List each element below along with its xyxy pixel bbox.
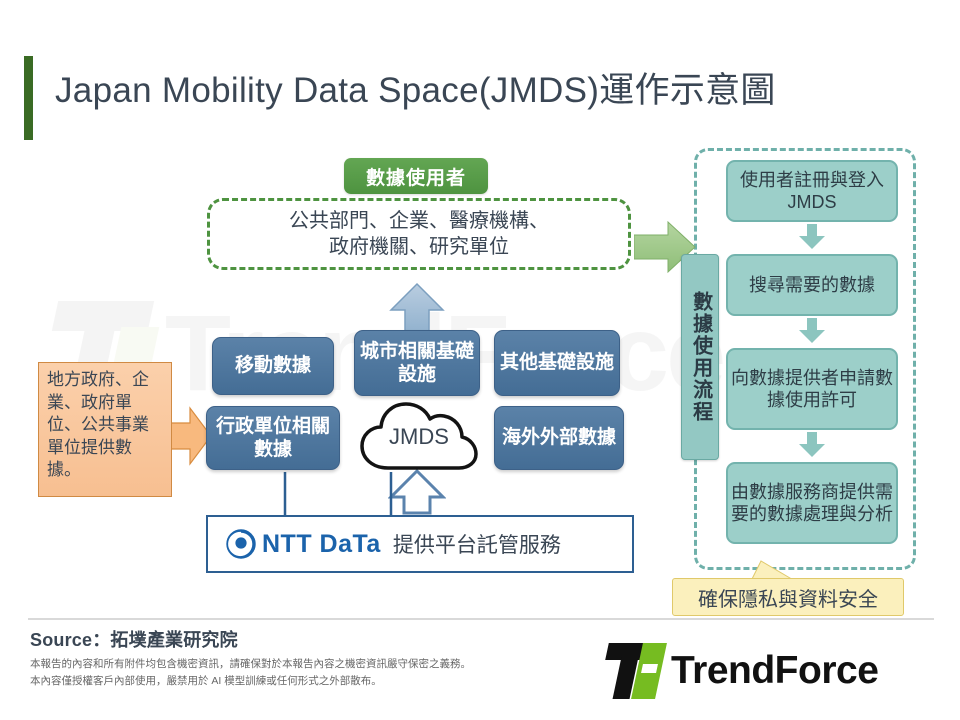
ntt-data-row: NTT DaTa 提供平台託管服務	[206, 515, 634, 573]
cloud-icon	[360, 402, 478, 470]
disclaimer-line-1: 本報告的內容和所有附件均包含機密資訊，請確保對於本報告內容之機密資訊嚴守保密之義…	[30, 658, 471, 670]
ntt-connector-lines	[283, 470, 463, 518]
flow-step-search[interactable]: 搜尋需要的數據	[726, 254, 898, 316]
data-box-other-infrastructure[interactable]: 其他基礎設施	[494, 330, 620, 396]
privacy-security-callout: 確保隱私與資料安全	[672, 578, 904, 616]
disclaimer-line-2: 本內容僅授權客戶內部使用，嚴禁用於 AI 模型訓練或任何形式之外部散布。	[30, 675, 382, 687]
flow-vertical-label-text: 數據使用流程	[689, 291, 712, 423]
left-callout-box: 地方政府、企業、政府單位、公共事業單位提供數據。	[38, 362, 172, 497]
ntt-data-caption: 提供平台託管服務	[392, 534, 561, 557]
trendforce-wordmark: TrendForce	[671, 649, 879, 692]
ntt-data-logo: NTT DaTa	[226, 529, 381, 559]
data-user-list-box: 公共部門、企業、醫療機構、 政府機關、研究單位	[207, 198, 631, 270]
disclaimer-text: 本報告的內容和所有附件均包含機密資訊，請確保對於本報告內容之機密資訊嚴守保密之義…	[30, 656, 560, 690]
data-box-administrative[interactable]: 行政單位相關數據	[206, 406, 340, 470]
flow-step-service-provider[interactable]: 由數據服務商提供需要的數據處理與分析	[726, 462, 898, 544]
flow-down-arrow-icon-1	[798, 224, 826, 250]
flow-down-arrow-icon-3	[798, 432, 826, 458]
flow-step-register[interactable]: 使用者註冊與登入JMDS	[726, 160, 898, 222]
data-box-overseas[interactable]: 海外外部數據	[494, 406, 624, 470]
ntt-swirl-icon	[226, 529, 256, 559]
flow-vertical-label: 數據使用流程	[681, 254, 719, 460]
ntt-data-wordmark: NTT DaTa	[262, 529, 381, 558]
jmds-cloud: JMDS	[358, 398, 480, 474]
data-box-mobility[interactable]: 移動數據	[212, 337, 334, 395]
title-accent-bar	[24, 56, 33, 140]
data-box-city-infrastructure[interactable]: 城市相關基礎設施	[354, 330, 480, 396]
data-user-line-1: 公共部門、企業、醫療機構、	[289, 210, 549, 232]
data-user-line-2: 政府機關、研究單位	[329, 236, 509, 258]
footer-divider	[28, 618, 934, 620]
cloud-label: JMDS	[389, 424, 449, 449]
hollow-up-arrow-icon	[387, 468, 447, 516]
flow-down-arrow-icon-2	[798, 318, 826, 344]
page-title: Japan Mobility Data Space(JMDS)運作示意圖	[55, 71, 776, 110]
trendforce-mark-icon	[605, 643, 667, 699]
trendforce-logo: TrendForce	[605, 643, 879, 699]
flow-step-request-permission[interactable]: 向數據提供者申請數據使用許可	[726, 348, 898, 430]
source-label: Source：拓墣產業研究院	[30, 630, 238, 650]
data-user-badge: 數據使用者	[344, 158, 488, 194]
